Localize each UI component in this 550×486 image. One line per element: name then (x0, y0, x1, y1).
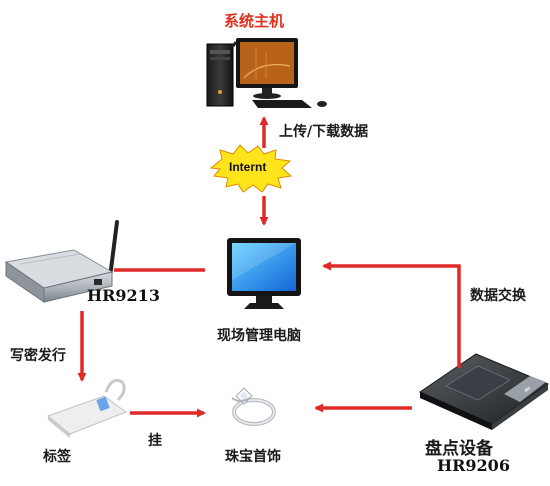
device-model-label: HR9206 (437, 456, 510, 475)
data-exchange-label: 数据交换 (470, 288, 526, 304)
fixed-reader-device-icon (4, 220, 119, 303)
device-label: 盘点设备 (425, 439, 493, 459)
internet-label: Internt (229, 160, 267, 174)
inventory-device-icon (418, 353, 550, 430)
arrow-device-to-pc (322, 261, 461, 368)
field-pc-monitor-icon (227, 238, 301, 309)
write-issue-label: 写密发行 (10, 348, 66, 364)
upload-download-label: 上传/下载数据 (279, 124, 369, 140)
field-pc-label: 现场管理电脑 (217, 328, 301, 344)
jewelry-label: 珠宝首饰 (225, 449, 281, 465)
host-label: 系统主机 (224, 12, 285, 30)
rfid-tag-icon (46, 378, 128, 438)
host-computer-icon (206, 38, 327, 108)
jewelry-ring-icon (231, 387, 276, 426)
reader-model-label: HR9213 (87, 286, 160, 305)
hang-label: 挂 (148, 433, 162, 449)
tag-label: 标签 (43, 449, 71, 465)
internet-burst-icon (209, 144, 293, 193)
